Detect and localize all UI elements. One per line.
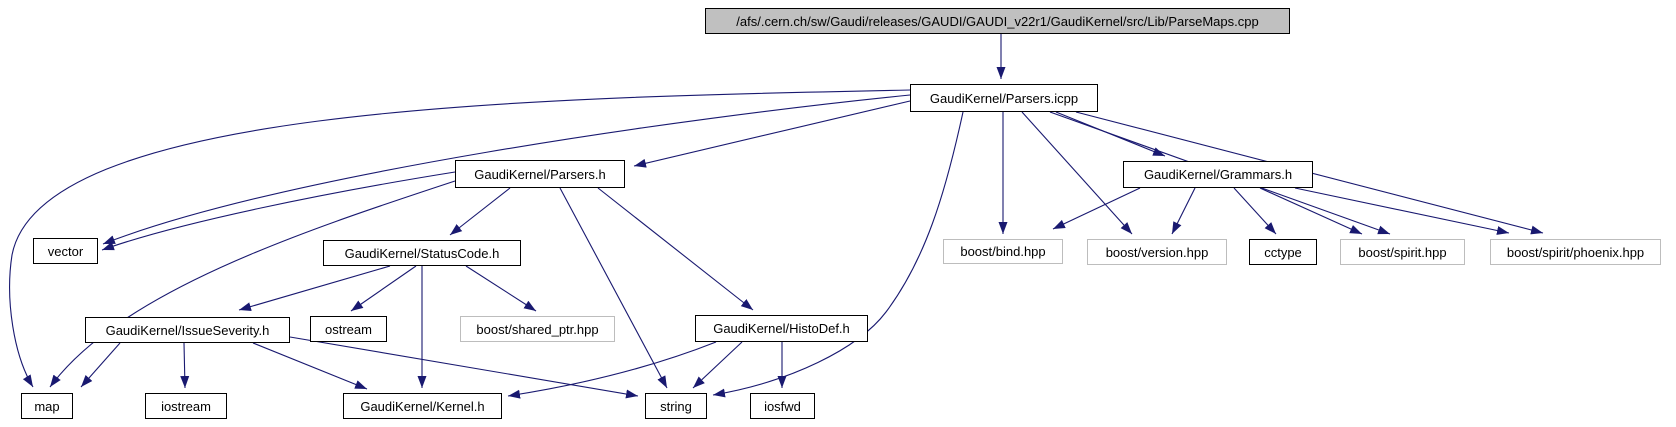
edge-parsers_icpp-to-boost_version [1021,111,1133,235]
node-label-iostream: iostream [161,398,211,414]
node-label-ostream: ostream [325,321,372,337]
node-label-issueseverity: GaudiKernel/IssueSeverity.h [105,322,270,338]
edge-grammars_h-to-boost_phoenix [1294,187,1510,235]
edge-grammars_h-to-boost_bind [1052,187,1141,230]
edge-parsers_icpp-to-vector [102,94,911,245]
node-iosfwd[interactable]: iosfwd [750,393,815,419]
node-label-parsers_icpp: GaudiKernel/Parsers.icpp [929,90,1079,106]
node-ostream[interactable]: ostream [310,316,387,342]
node-parsers_icpp[interactable]: GaudiKernel/Parsers.icpp [910,84,1098,112]
node-label-string: string [660,398,692,414]
node-label-grammars_h: GaudiKernel/Grammars.h [1143,167,1293,182]
edge-statuscode_h-to-ostream [350,265,417,312]
edge-grammars_h-to-cctype [1233,187,1277,235]
edge-issueseverity-to-map [80,342,121,388]
node-label-kernel_h: GaudiKernel/Kernel.h [360,398,485,414]
node-label-parsers_h: GaudiKernel/Parsers.h [474,166,606,182]
node-map[interactable]: map [21,393,73,419]
node-shared_ptr: boost/shared_ptr.hpp [460,316,615,342]
node-issueseverity[interactable]: GaudiKernel/IssueSeverity.h [85,317,290,343]
edge-parsers_h-to-statuscode_h [449,187,511,236]
edge-parsers_h-to-histodef_h [597,187,754,311]
edge-histodef_h-to-kernel_h [507,341,717,399]
node-kernel_h[interactable]: GaudiKernel/Kernel.h [343,393,502,419]
node-statuscode_h[interactable]: GaudiKernel/StatusCode.h [323,240,521,266]
edge-issueseverity-to-kernel_h [252,342,368,390]
edge-issueseverity-to-iostream [180,342,190,389]
node-label-iosfwd: iosfwd [764,398,801,414]
edge-grammars_h-to-boost_spirit [1259,187,1363,235]
edge-statuscode_h-to-shared_ptr [465,265,537,312]
node-label-map: map [34,398,60,414]
node-boost_spirit: boost/spirit.hpp [1340,239,1465,265]
node-label-vector: vector [47,243,84,259]
edge-parsers_h-to-string [559,187,668,389]
edge-parsers_h-to-map [49,180,456,388]
node-boost_bind: boost/bind.hpp [943,239,1063,264]
node-parsers_h[interactable]: GaudiKernel/Parsers.h [455,160,625,188]
node-label-boost_spirit: boost/spirit.hpp [1358,244,1447,260]
node-parsemaps: /afs/.cern.ch/sw/Gaudi/releases/GAUDI/GA… [705,8,1290,34]
node-label-histodef_h: GaudiKernel/HistoDef.h [713,321,850,336]
node-iostream[interactable]: iostream [145,393,227,419]
edge-parsers_icpp-to-map [9,89,911,388]
node-label-shared_ptr: boost/shared_ptr.hpp [476,321,599,337]
node-label-boost_phoenix: boost/spirit/phoenix.hpp [1506,244,1645,260]
edge-grammars_h-to-boost_version [1171,187,1196,235]
edge-issueseverity-to-string [289,336,639,399]
node-cctype[interactable]: cctype [1249,239,1317,265]
edge-histodef_h-to-string [692,341,743,389]
node-string[interactable]: string [645,393,707,419]
node-boost_version: boost/version.hpp [1087,239,1227,265]
node-boost_phoenix: boost/spirit/phoenix.hpp [1490,239,1661,265]
node-label-boost_bind: boost/bind.hpp [960,244,1046,259]
node-grammars_h[interactable]: GaudiKernel/Grammars.h [1123,161,1313,188]
edge-parsers_icpp-to-parsers_h [633,100,911,168]
node-label-parsemaps: /afs/.cern.ch/sw/Gaudi/releases/GAUDI/GA… [736,13,1259,29]
node-vector[interactable]: vector [33,238,98,264]
edge-statuscode_h-to-issueseverity [238,265,391,311]
node-label-cctype: cctype [1264,244,1302,260]
node-label-boost_version: boost/version.hpp [1105,244,1209,260]
node-histodef_h[interactable]: GaudiKernel/HistoDef.h [695,315,868,342]
node-label-statuscode_h: GaudiKernel/StatusCode.h [344,245,500,261]
edge-parsers_h-to-vector [101,171,456,251]
